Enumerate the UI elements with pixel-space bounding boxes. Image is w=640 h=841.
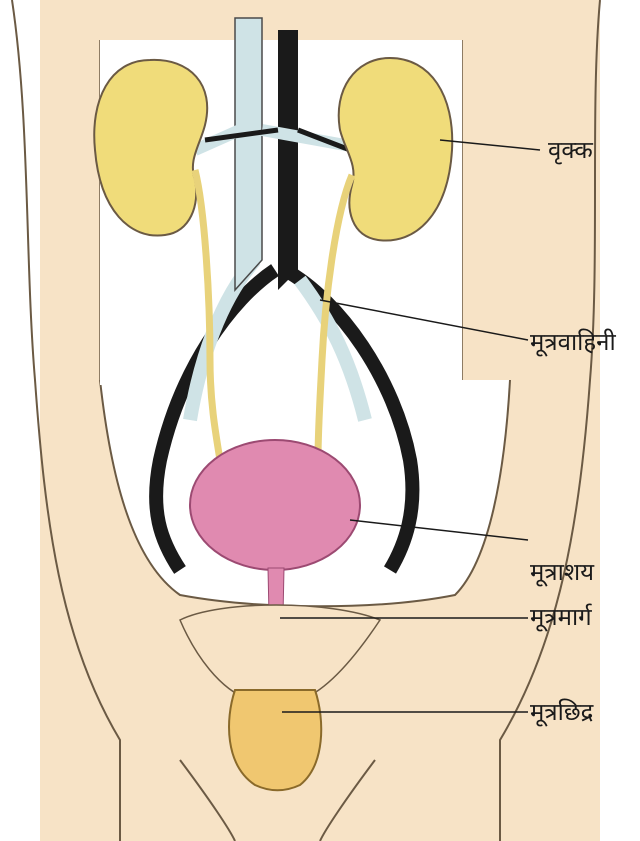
label-bladder: मूत्राशय	[530, 560, 594, 584]
label-kidney: वृक्क	[548, 138, 593, 162]
genital-structure	[229, 690, 321, 790]
vena-cava	[235, 18, 262, 290]
urinary-bladder	[190, 440, 360, 570]
label-urethra: मूत्रमार्ग	[530, 605, 592, 629]
aorta	[278, 30, 298, 290]
label-ureter: मूत्रवाहिनी	[530, 330, 616, 354]
label-urethral-opening: मूत्रछिद्र	[530, 700, 593, 724]
